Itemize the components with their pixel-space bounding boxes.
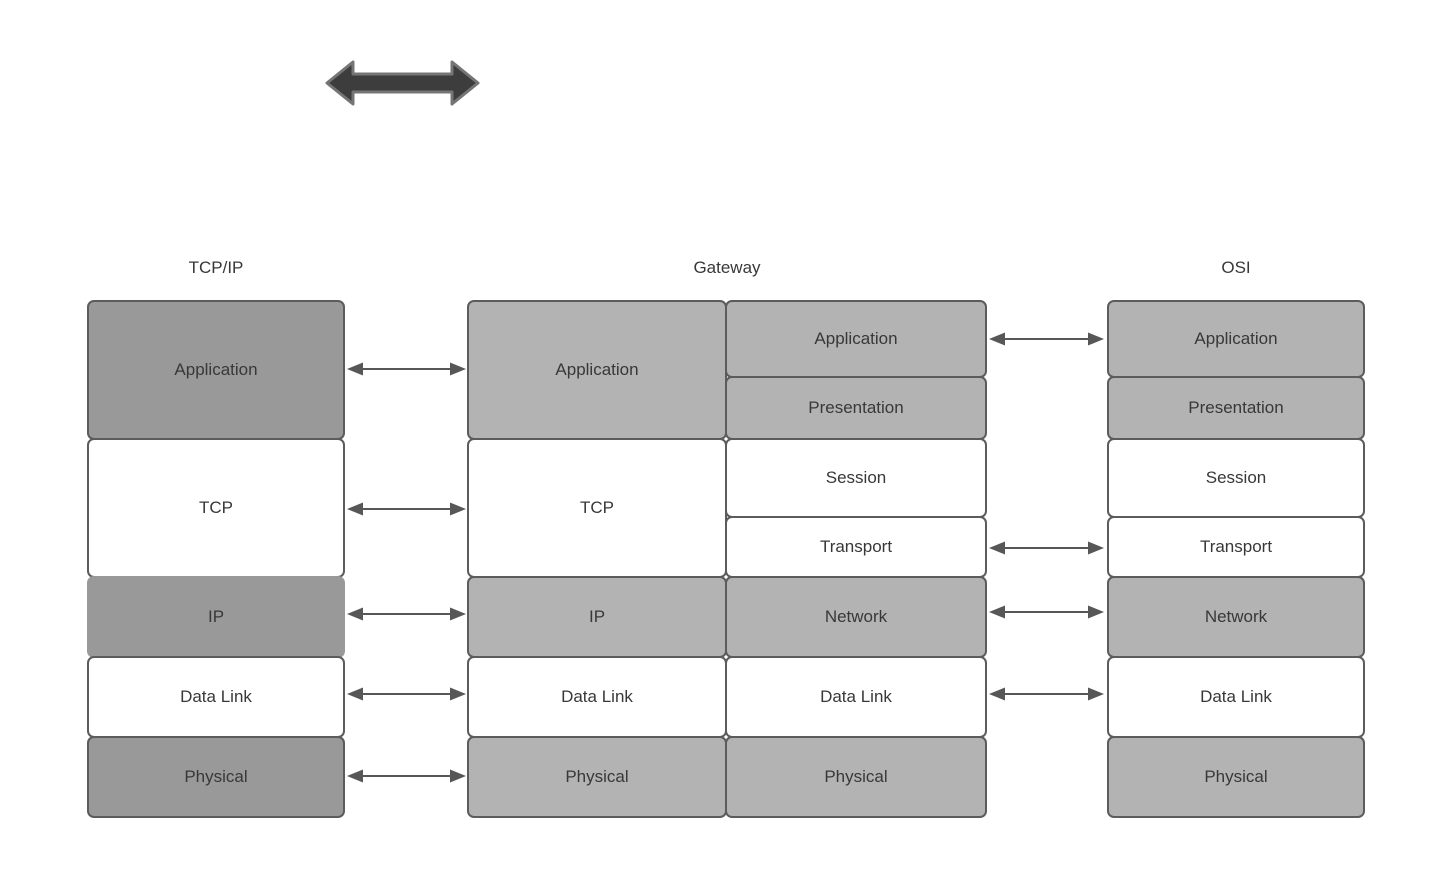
arrow-tcpip-gateway-application: [347, 362, 466, 376]
gateway-right-layer-application: Application: [725, 300, 987, 378]
tcpip-column-header: TCP/IP: [188, 258, 244, 277]
osi-layer-data-link: Data Link: [1107, 656, 1365, 738]
gateway-left-layer-application: Application: [467, 300, 727, 440]
tcpip-layer-application: Application: [87, 300, 345, 440]
arrow-gateway-osi-application: [989, 332, 1104, 346]
double-arrow-icon: [325, 60, 480, 106]
osi-column-header: OSI: [1221, 258, 1251, 277]
tcpip-layer-physical: Physical: [87, 736, 345, 818]
gateway-right-layer-session: Session: [725, 438, 987, 518]
arrow-gateway-osi-data-link: [989, 687, 1104, 701]
gateway-right-layer-transport: Transport: [725, 516, 987, 578]
osi-layer-transport: Transport: [1107, 516, 1365, 578]
arrow-gateway-osi-network: [989, 605, 1104, 619]
gateway-right-layer-physical: Physical: [725, 736, 987, 818]
osi-layer-physical: Physical: [1107, 736, 1365, 818]
arrow-tcpip-gateway-physical: [347, 769, 466, 783]
gateway-left-layer-physical: Physical: [467, 736, 727, 818]
osi-layer-network: Network: [1107, 576, 1365, 658]
gateway-right-layer-data-link: Data Link: [725, 656, 987, 738]
tcpip-layer-data-link: Data Link: [87, 656, 345, 738]
gateway-left-layer-data-link: Data Link: [467, 656, 727, 738]
gateway-right-layer-presentation: Presentation: [725, 376, 987, 440]
osi-layer-presentation: Presentation: [1107, 376, 1365, 440]
tcpip-layer-ip: IP: [87, 576, 345, 658]
arrow-tcpip-gateway-data-link: [347, 687, 466, 701]
gateway-right-layer-network: Network: [725, 576, 987, 658]
osi-layer-application: Application: [1107, 300, 1365, 378]
tcpip-layer-tcp: TCP: [87, 438, 345, 578]
gateway-left-layer-ip: IP: [467, 576, 727, 658]
arrow-tcpip-gateway-tcp: [347, 502, 466, 516]
gateway-left-layer-tcp: TCP: [467, 438, 727, 578]
osi-layer-session: Session: [1107, 438, 1365, 518]
arrow-gateway-osi-transport: [989, 541, 1104, 555]
arrow-tcpip-gateway-ip: [347, 607, 466, 621]
gateway-column-header: Gateway: [693, 258, 761, 277]
